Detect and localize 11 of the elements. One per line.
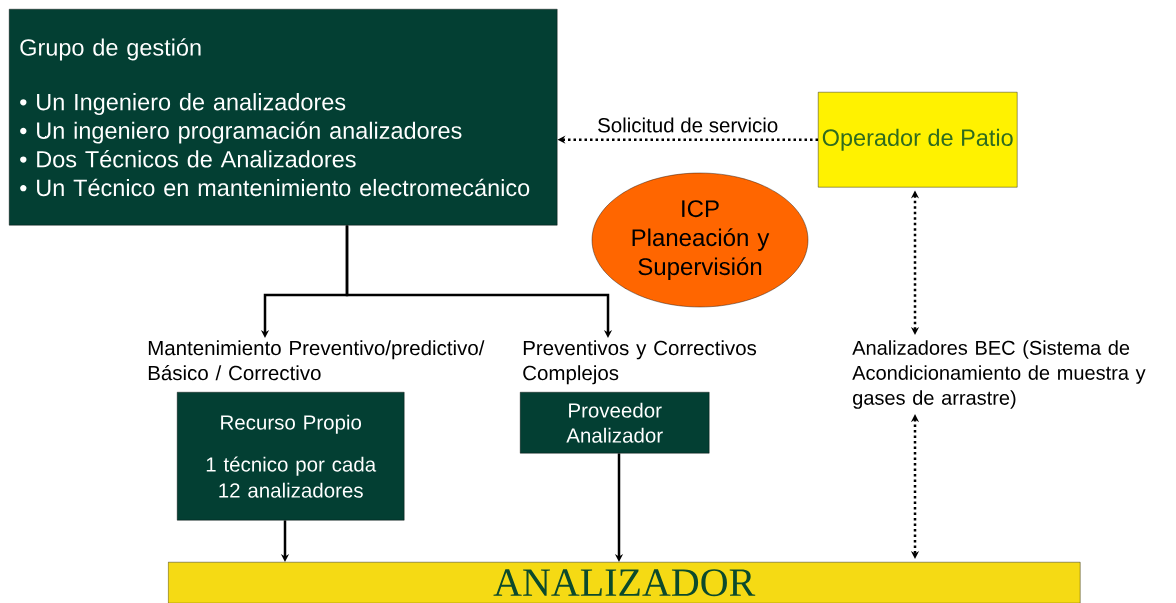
branch-label: Mantenimiento Preventivo/predictivo/ Básico / Correctivo — [148, 340, 485, 381]
operator-box: Operador de Patio — [818, 92, 1018, 188]
analyzer-band: ANALIZADOR — [168, 562, 1081, 603]
edge-label: Solicitud de servicio — [598, 117, 778, 133]
arrow — [910, 414, 920, 559]
analyzer-note: Analizadores BEC (Sistema de Acondicionamiento de muestra y gases de arrastre) — [852, 340, 1146, 409]
resource-box: Recurso Propio 1 técnico por cada 12 analizadores — [177, 392, 405, 521]
arrow — [345, 225, 613, 338]
branch-label: Preventivos y Correctivos Complejos — [523, 340, 757, 385]
group-box: Grupo de gestión • Un Ingeniero de analizadores • Un ingeniero programación analizadores • Dos Técnicos de Analizadores • Un Técnico en mantenimiento electromecánico — [9, 9, 558, 226]
supplier-box: Proveedor Analizador — [520, 392, 710, 454]
